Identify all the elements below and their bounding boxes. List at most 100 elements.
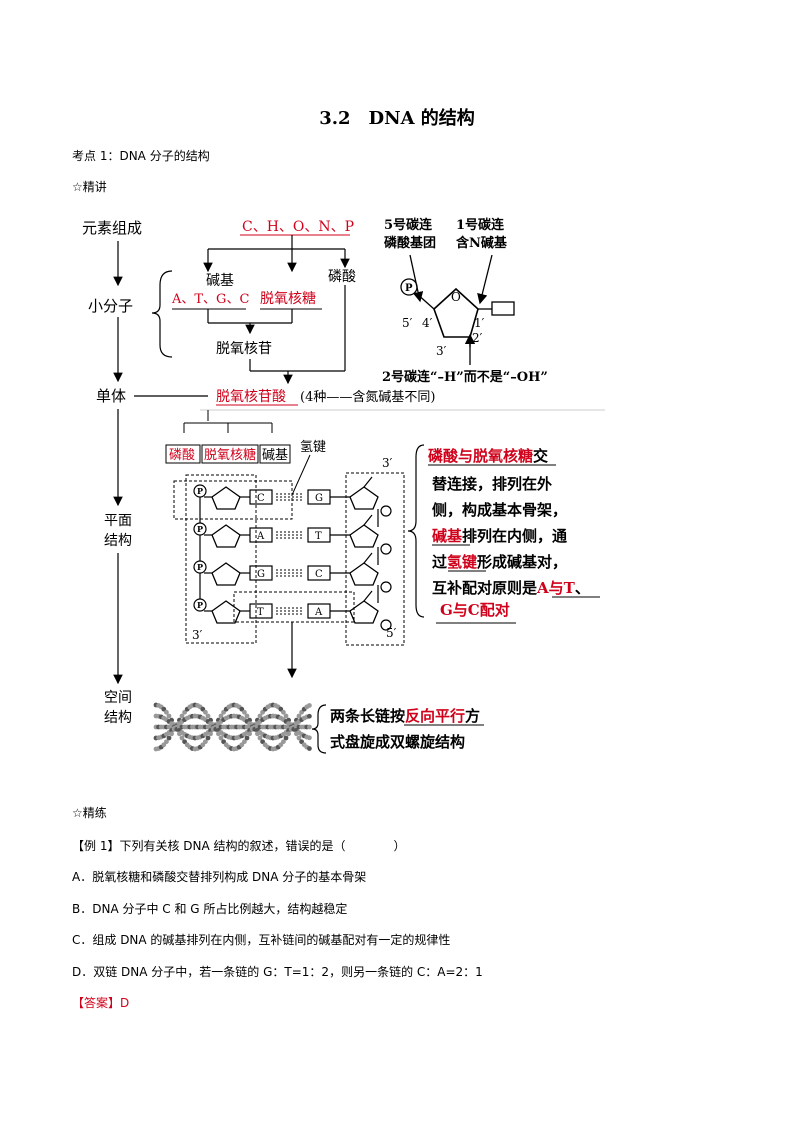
base-box bbox=[491, 301, 515, 316]
label-nucleotide: 脱氧核苷酸 bbox=[216, 389, 286, 405]
helix-atom bbox=[169, 731, 174, 737]
space-description: 两条长链按反向平行方 式盘旋成双螺旋结构 bbox=[330, 707, 484, 751]
helix-atom bbox=[296, 735, 302, 741]
helix-atom bbox=[244, 735, 250, 741]
hbond-label: 氢键 bbox=[300, 440, 326, 455]
topic-heading: 考点 1：DNA 分子的结构 bbox=[72, 149, 210, 163]
sugar-right bbox=[349, 562, 379, 586]
option-c: C．组成 DNA 的碱基排列在内侧，互补链间的碱基配对有一定的规律性 bbox=[72, 933, 451, 947]
phosphate-label-left: P bbox=[197, 562, 203, 572]
base-left-label: G bbox=[257, 569, 265, 580]
svg-text:5′: 5′ bbox=[402, 316, 413, 330]
svg-text:O: O bbox=[451, 290, 461, 304]
sugar-pentagon bbox=[433, 287, 479, 338]
helix-atom bbox=[166, 713, 172, 719]
sugar-left bbox=[211, 600, 241, 624]
helix-atom bbox=[281, 739, 286, 745]
helix-atom bbox=[208, 717, 214, 723]
label-small-molecule: 小分子 bbox=[88, 297, 133, 315]
helix-atom bbox=[179, 713, 185, 719]
helix-atom bbox=[203, 739, 208, 745]
svg-text:替连接，排列在外: 替连接，排列在外 bbox=[432, 475, 552, 493]
svg-text:G与C配对: G与C配对 bbox=[440, 601, 510, 619]
base-left-label: C bbox=[257, 493, 265, 504]
base-left bbox=[249, 603, 273, 619]
phosphate-label-left: P bbox=[197, 600, 203, 610]
helix-atom bbox=[286, 731, 291, 737]
svg-text:碱基排列在内侧，通: 碱基排列在内侧，通 bbox=[432, 527, 567, 545]
helix-atom bbox=[257, 713, 263, 719]
label-deoxyribose: 脱氧核糖 bbox=[260, 291, 316, 307]
sugar-left bbox=[211, 524, 241, 548]
phosphate-circle-right bbox=[380, 619, 392, 631]
svg-text:1′: 1′ bbox=[474, 316, 485, 330]
helix-atom bbox=[164, 709, 169, 715]
label-space-2: 结构 bbox=[104, 710, 132, 726]
base-right-label: T bbox=[315, 531, 322, 542]
svg-text:侧，构成基本骨架，: 侧，构成基本骨架， bbox=[432, 501, 567, 519]
answer: 【答案】D bbox=[72, 994, 129, 1011]
nucleotide-note: (4种——含氮碱基不同) bbox=[300, 389, 435, 405]
svg-text:两条长链按反向平行方: 两条长链按反向平行方 bbox=[330, 707, 480, 725]
answer-label: 【答案】 bbox=[72, 996, 121, 1010]
phosphate-circle-right bbox=[380, 581, 392, 593]
sugar-left bbox=[211, 562, 241, 586]
svg-text:磷酸与脱氧核糖交: 磷酸与脱氧核糖交 bbox=[428, 447, 548, 465]
base-left-label: T bbox=[257, 607, 264, 618]
sugar-right bbox=[349, 600, 379, 624]
base-left bbox=[249, 489, 273, 505]
helix-atom bbox=[247, 731, 253, 737]
base-right-label: G bbox=[315, 493, 323, 504]
svg-text:3′: 3′ bbox=[192, 628, 203, 642]
label-nucleoside: 脱氧核苷 bbox=[216, 341, 272, 357]
phosphate-circle-right bbox=[380, 543, 392, 555]
svg-text:磷酸: 磷酸 bbox=[169, 448, 195, 463]
svg-text:式盘旋成双螺旋结构: 式盘旋成双螺旋结构 bbox=[330, 733, 465, 751]
base-left bbox=[249, 527, 273, 543]
helix-atom bbox=[281, 709, 286, 715]
elements-value: C、H、O、N、P bbox=[242, 219, 354, 235]
plane-description: 磷酸与脱氧核糖交 替连接，排列在外 侧，构成基本骨架， 碱基排列在内侧，通 过氢… bbox=[428, 447, 600, 624]
helix-atom bbox=[166, 735, 172, 741]
phosphate-circle-left bbox=[193, 598, 207, 612]
carbon1-note-2: 含N碱基 bbox=[455, 235, 508, 251]
label-space-1: 空间 bbox=[104, 690, 132, 706]
carbon1-note-1: 1号碳连 bbox=[456, 217, 505, 233]
helix-atom bbox=[242, 739, 247, 745]
base-right-label: C bbox=[315, 569, 323, 580]
svg-text:3′: 3′ bbox=[382, 456, 393, 470]
svg-text:脱氧核糖: 脱氧核糖 bbox=[204, 447, 256, 463]
helix-atom bbox=[208, 731, 214, 737]
label-phosphate: 磷酸 bbox=[328, 269, 356, 285]
option-a: A．脱氧核糖和磷酸交替排列构成 DNA 分子的基本骨架 bbox=[72, 870, 367, 884]
option-b: B．DNA 分子中 C 和 G 所占比例越大，结构越稳定 bbox=[72, 902, 348, 916]
page-title: 3.2 DNA 的结构 bbox=[319, 108, 475, 129]
sugar-right bbox=[349, 524, 379, 548]
sugar-left bbox=[211, 486, 241, 510]
helix-atom bbox=[205, 713, 211, 719]
answer-value: D bbox=[120, 996, 130, 1010]
helix-atom bbox=[218, 713, 224, 719]
helix-atom bbox=[307, 703, 312, 708]
sugar-right bbox=[349, 486, 379, 510]
helix-atom bbox=[283, 713, 289, 719]
helix-atom bbox=[286, 717, 291, 723]
helix-atom bbox=[283, 735, 289, 741]
base-left bbox=[249, 565, 273, 581]
helix-atom bbox=[242, 709, 247, 715]
svg-text:5′: 5′ bbox=[386, 626, 397, 640]
svg-text:互补配对原则是A与T、: 互补配对原则是A与T、 bbox=[432, 579, 590, 597]
base-right-label: A bbox=[314, 607, 323, 618]
helix-atom bbox=[307, 746, 312, 751]
helix-atom bbox=[179, 735, 185, 741]
label-base: 碱基 bbox=[206, 272, 234, 289]
helix-atom bbox=[307, 713, 312, 719]
svg-text:碱基: 碱基 bbox=[262, 448, 288, 463]
section-practice: ☆精练 bbox=[72, 806, 107, 820]
carbon2-note: 2号碳连“–H”而不是“–OH” bbox=[382, 369, 548, 385]
helix-atom bbox=[307, 724, 312, 730]
svg-text:2′: 2′ bbox=[472, 331, 483, 345]
phosphate-label-left: P bbox=[197, 486, 203, 496]
helix-atom bbox=[247, 717, 253, 723]
